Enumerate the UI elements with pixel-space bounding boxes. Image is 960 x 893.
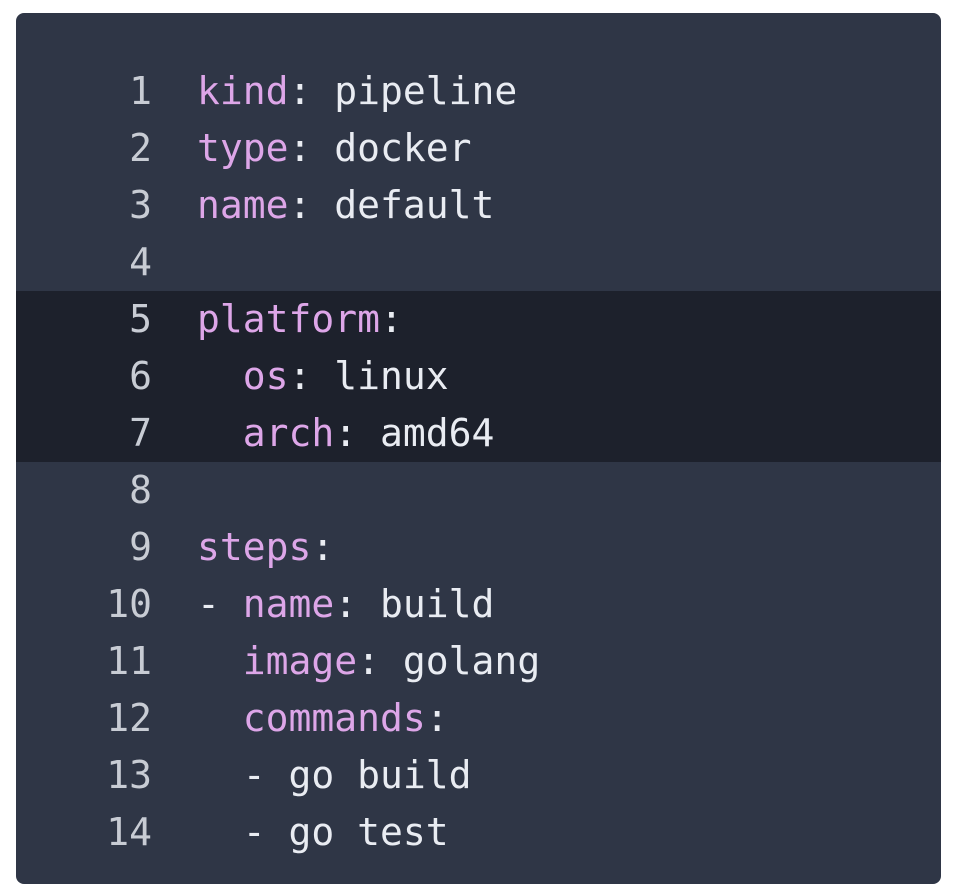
yaml-value: build	[357, 582, 495, 626]
yaml-value: docker	[311, 126, 472, 170]
code-content: - go test	[197, 804, 449, 861]
line-number: 6	[129, 354, 152, 398]
line-number: 4	[129, 240, 152, 284]
code-content: platform:	[197, 291, 403, 348]
line-number: 1	[129, 69, 152, 113]
code-line[interactable]: 4	[16, 234, 941, 291]
yaml-value: golang	[380, 639, 541, 683]
yaml-key: platform	[197, 297, 381, 341]
code-line[interactable]: 12 commands:	[16, 690, 941, 747]
code-editor-panel: 1 kind: pipeline 2 type: docker 3 name: defau…	[16, 13, 941, 884]
code-line[interactable]: 6 os: linux	[16, 348, 941, 405]
list-dash: -	[197, 582, 243, 626]
line-number: 9	[129, 525, 152, 569]
yaml-key: steps	[197, 525, 312, 569]
yaml-colon: :	[334, 582, 358, 626]
line-number: 12	[106, 696, 152, 740]
code-content: arch: amd64	[197, 405, 495, 462]
yaml-colon: :	[311, 525, 335, 569]
code-line[interactable]: 3 name: default	[16, 177, 941, 234]
yaml-key: commands	[242, 696, 426, 740]
code-content: steps:	[197, 519, 334, 576]
line-number: 14	[106, 810, 152, 854]
line-number: 7	[129, 411, 152, 455]
code-content: type: docker	[197, 120, 472, 177]
code-content: image: golang	[197, 633, 540, 690]
yaml-colon: :	[357, 639, 381, 683]
line-number: 3	[129, 183, 152, 227]
code-indent	[197, 696, 243, 740]
code-line[interactable]: 10 - name: build	[16, 576, 941, 633]
code-content: - go build	[197, 747, 472, 804]
yaml-colon: :	[288, 183, 312, 227]
list-dash: -	[242, 753, 289, 797]
code-indent	[197, 411, 243, 455]
yaml-colon: :	[288, 354, 312, 398]
code-content: name: default	[197, 177, 494, 234]
line-number: 5	[129, 297, 152, 341]
code-lines: 1 kind: pipeline 2 type: docker 3 name: defau…	[16, 63, 941, 861]
code-line[interactable]: 8	[16, 462, 941, 519]
code-content: - name: build	[197, 576, 494, 633]
yaml-key: os	[242, 354, 289, 398]
yaml-key: arch	[242, 411, 335, 455]
yaml-value: linux	[311, 354, 449, 398]
line-number: 13	[106, 753, 152, 797]
yaml-value: amd64	[357, 411, 495, 455]
yaml-colon: :	[334, 411, 358, 455]
line-number: 2	[129, 126, 152, 170]
code-indent	[197, 810, 243, 854]
yaml-key: type	[197, 126, 289, 170]
yaml-value: pipeline	[311, 69, 518, 113]
code-indent	[197, 639, 243, 683]
code-content: commands:	[197, 690, 449, 747]
yaml-value: go test	[288, 810, 449, 854]
yaml-colon: :	[288, 69, 312, 113]
line-number: 11	[106, 639, 152, 683]
line-number: 10	[106, 582, 152, 626]
yaml-value: default	[311, 183, 495, 227]
code-line[interactable]: 13 - go build	[16, 747, 941, 804]
yaml-key: name	[197, 183, 289, 227]
code-indent	[197, 753, 243, 797]
code-content: kind: pipeline	[197, 63, 517, 120]
line-number: 8	[129, 468, 152, 512]
code-line[interactable]: 5 platform:	[16, 291, 941, 348]
yaml-key: name	[242, 582, 335, 626]
code-line[interactable]: 9 steps:	[16, 519, 941, 576]
code-line[interactable]: 2 type: docker	[16, 120, 941, 177]
code-line[interactable]: 1 kind: pipeline	[16, 63, 941, 120]
yaml-value: go build	[288, 753, 472, 797]
code-line[interactable]: 14 - go test	[16, 804, 941, 861]
code-content: os: linux	[197, 348, 449, 405]
code-indent	[197, 354, 243, 398]
list-dash: -	[242, 810, 289, 854]
yaml-colon: :	[425, 696, 449, 740]
yaml-colon: :	[288, 126, 312, 170]
yaml-key: kind	[197, 69, 289, 113]
yaml-colon: :	[380, 297, 403, 341]
code-line[interactable]: 11 image: golang	[16, 633, 941, 690]
yaml-key: image	[242, 639, 358, 683]
code-line[interactable]: 7 arch: amd64	[16, 405, 941, 462]
